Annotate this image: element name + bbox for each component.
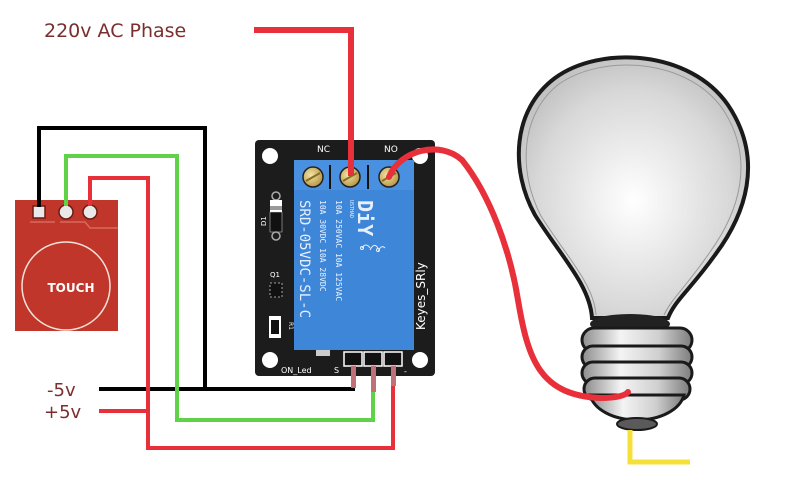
bulb-inner-outline xyxy=(525,64,742,316)
relay-body xyxy=(294,160,414,350)
header-pin-vcc[interactable] xyxy=(363,351,383,367)
diode-label: D1 xyxy=(260,216,268,226)
touch-pad[interactable] xyxy=(21,241,111,331)
relay-model: SRD-05VDC-SL-C xyxy=(296,200,312,318)
brand-small: USTHAD xyxy=(348,200,354,218)
on-led xyxy=(316,350,330,356)
transistor-q1: Q1 xyxy=(269,271,283,298)
diode-d1: D1 xyxy=(260,191,283,241)
touch-sensor-module: TOUCH xyxy=(15,200,118,331)
negative-5v-label: -5v xyxy=(47,380,76,401)
mount-hole xyxy=(262,148,278,164)
pin-s-label: S xyxy=(334,366,339,375)
transistor-label: Q1 xyxy=(270,271,280,279)
brand-circuit-icon xyxy=(360,244,386,253)
touch-pin-signal xyxy=(58,204,74,220)
mount-hole xyxy=(262,352,278,368)
light-bulb xyxy=(516,55,750,431)
wire-vcc-touch xyxy=(88,176,395,450)
header-pin-gnd[interactable] xyxy=(383,351,403,367)
bulb-glass xyxy=(516,55,750,320)
wire-ac-phase xyxy=(254,27,354,176)
board-name: Keyes_SRly xyxy=(414,262,428,330)
bulb-screw-base xyxy=(580,326,694,431)
touch-pin-gnd xyxy=(32,205,46,219)
wire-gnd-touch xyxy=(37,126,207,389)
pin-minus-label: - xyxy=(404,367,407,376)
on-led-label: ON_Led xyxy=(281,366,312,375)
mount-hole xyxy=(412,352,428,368)
wires xyxy=(37,27,690,465)
relay-rating-ac: 10A 250VAC 10A 125VAC xyxy=(334,200,343,301)
no-label: NO xyxy=(384,145,398,155)
header-pin-s[interactable] xyxy=(343,351,363,367)
touch-label: TOUCH xyxy=(48,281,95,295)
header-pins xyxy=(343,351,403,367)
nc-label: NC xyxy=(317,145,330,155)
wire-signal xyxy=(64,154,375,422)
resistor-label: R1 xyxy=(287,322,294,330)
resistor-r1: R1 xyxy=(269,316,294,338)
brand-logo: DiY xyxy=(353,200,377,236)
relay-module: NC NO SRD-05VDC-SL-C 10A 250VAC 10A 125V… xyxy=(255,140,435,376)
ac-phase-label: 220v AC Phase xyxy=(44,20,186,42)
touch-pin-vcc xyxy=(82,204,98,220)
wire-neutral xyxy=(627,430,690,465)
relay-rating-dc: 10A 30VDC 10A 28VDC xyxy=(318,200,327,292)
positive-5v-label: +5v xyxy=(44,402,82,423)
wire-no-to-bulb xyxy=(386,146,631,402)
